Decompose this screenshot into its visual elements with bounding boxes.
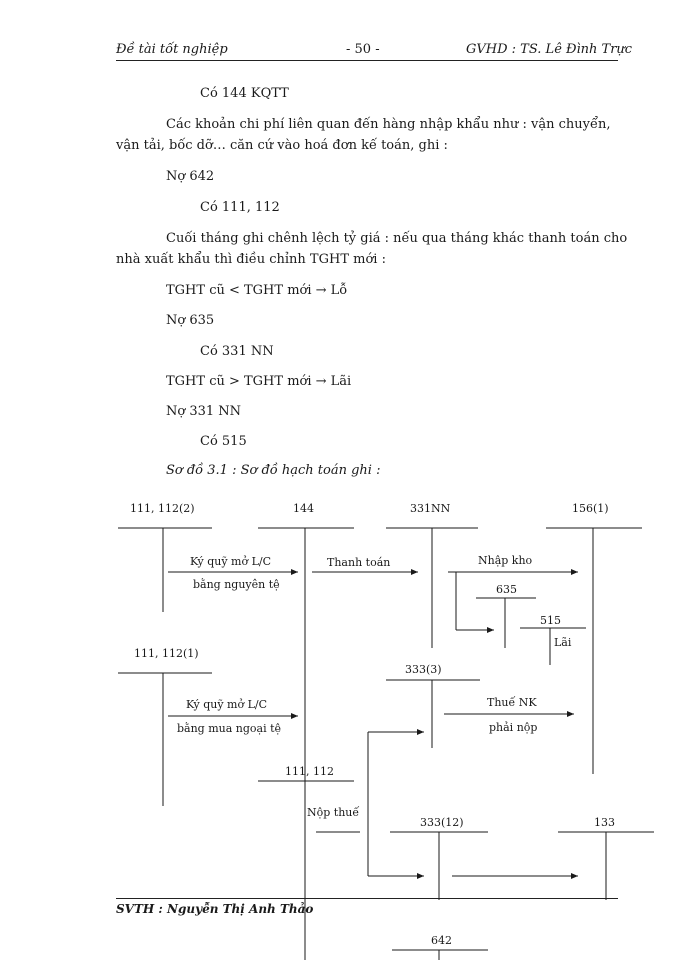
paragraph-line: Cuối tháng ghi chênh lệch tỷ giá : nếu q… (166, 231, 628, 246)
text-line: Có 515 (200, 434, 247, 449)
flow-label: phải nộp (489, 721, 537, 734)
paragraph-line: nhà xuất khẩu thì điều chỉnh TGHT mới : (116, 252, 386, 267)
flow-label: Lãi (554, 636, 572, 649)
account-label: 642 (431, 934, 452, 947)
footer-author: SVTH : Nguyễn Thị Anh Thảo (116, 902, 314, 916)
text-line: TGHT cũ > TGHT mới → Lãi (166, 374, 352, 389)
footer-rule (116, 898, 618, 899)
account-label: 111, 112(1) (134, 647, 199, 660)
text-line: Nợ 635 (166, 313, 215, 328)
flow-label: Nộp thuế (307, 806, 359, 819)
account-label: 111, 112(2) (130, 502, 195, 515)
page-number: - 50 - (346, 42, 380, 57)
header-title: Đề tài tốt nghiệp (116, 42, 228, 57)
account-label: 133 (594, 816, 615, 829)
paragraph-line: Các khoản chi phí liên quan đến hàng nhậ… (166, 117, 611, 132)
text-line: Nợ 642 (166, 169, 215, 184)
account-label: 515 (540, 614, 561, 627)
text-line: Có 111, 112 (200, 200, 280, 215)
account-label: 111, 112 (285, 765, 334, 778)
flow-label: bằng nguyên tệ (193, 578, 280, 591)
diagram-caption: Sơ đồ 3.1 : Sơ đồ hạch toán ghi : (166, 463, 381, 478)
text-line: TGHT cũ < TGHT mới → Lỗ (166, 283, 348, 298)
header-rule (116, 60, 618, 61)
text-line: Nợ 331 NN (166, 404, 242, 419)
flow-label: Thanh toán (327, 556, 390, 569)
text-line: Có 331 NN (200, 344, 274, 359)
paragraph-line: vận tải, bốc dỡ… căn cứ vào hoá đơn kế t… (116, 138, 448, 153)
account-label: 331NN (410, 502, 451, 515)
account-label: 156(1) (572, 502, 609, 515)
flow-label: Ký quỹ mở L/C (190, 555, 271, 568)
text-line: Có 144 KQTT (200, 86, 289, 101)
flow-label: Nhập kho (478, 554, 533, 567)
account-label: 144 (293, 502, 314, 515)
account-label: 635 (496, 583, 517, 596)
flow-label: Ký quỹ mở L/C (186, 698, 267, 711)
flow-label: bằng mua ngoại tệ (177, 722, 281, 735)
account-label: 333(12) (420, 816, 464, 829)
flow-label: Thuế NK (487, 696, 537, 709)
header-advisor: GVHD : TS. Lê Đình Trực (466, 42, 633, 57)
account-label: 333(3) (405, 663, 442, 676)
